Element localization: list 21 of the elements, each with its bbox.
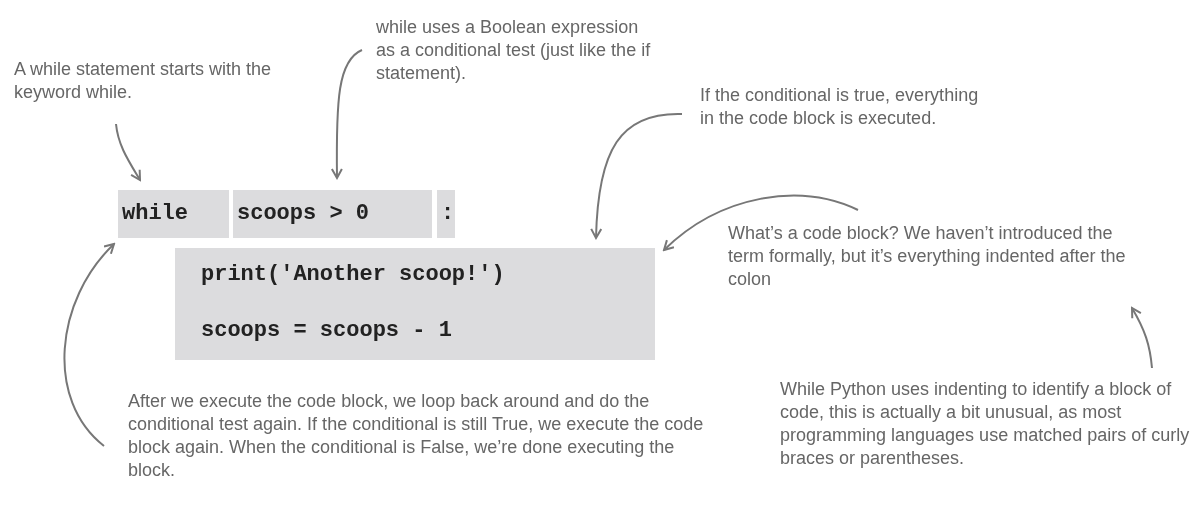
code-block-box xyxy=(175,248,655,360)
code-keyword-box xyxy=(118,190,229,238)
code-text: while xyxy=(122,201,188,226)
arrow xyxy=(663,194,859,251)
arrow xyxy=(590,113,683,239)
annotation-text: If the conditional is true, everything in the code block is executed. xyxy=(700,84,990,130)
arrow xyxy=(63,243,115,447)
colon-box xyxy=(437,190,455,238)
annotation-text: What’s a code block? We haven’t introduced the term formally, but it’s everything indented after the colon xyxy=(728,222,1128,291)
arrow xyxy=(330,49,363,179)
annotation-text: While Python uses indenting to identify a block of code, this is actually a bit unusual, as most programming languages use matched pairs of curly braces or parentheses. xyxy=(780,378,1200,470)
code-text: : xyxy=(441,201,455,226)
condition-box xyxy=(233,190,432,238)
annotation-text: A while statement starts with the keyword while. xyxy=(14,58,274,104)
arrow xyxy=(1131,307,1153,369)
annotation-text: while uses a Boolean expression as a conditional test (just like the if statement). xyxy=(376,16,661,85)
code-line: print('Another scoop!') xyxy=(201,262,505,287)
arrow xyxy=(115,123,141,181)
code-text: scoops > 0 xyxy=(237,201,370,226)
annotation-text: After we execute the code block, we loop back around and do the conditional test again. If the conditional is still True, we execute the code block again. When the conditional is False, we’re done executing the block. xyxy=(128,390,718,482)
code-line: scoops = scoops - 1 xyxy=(201,318,452,343)
